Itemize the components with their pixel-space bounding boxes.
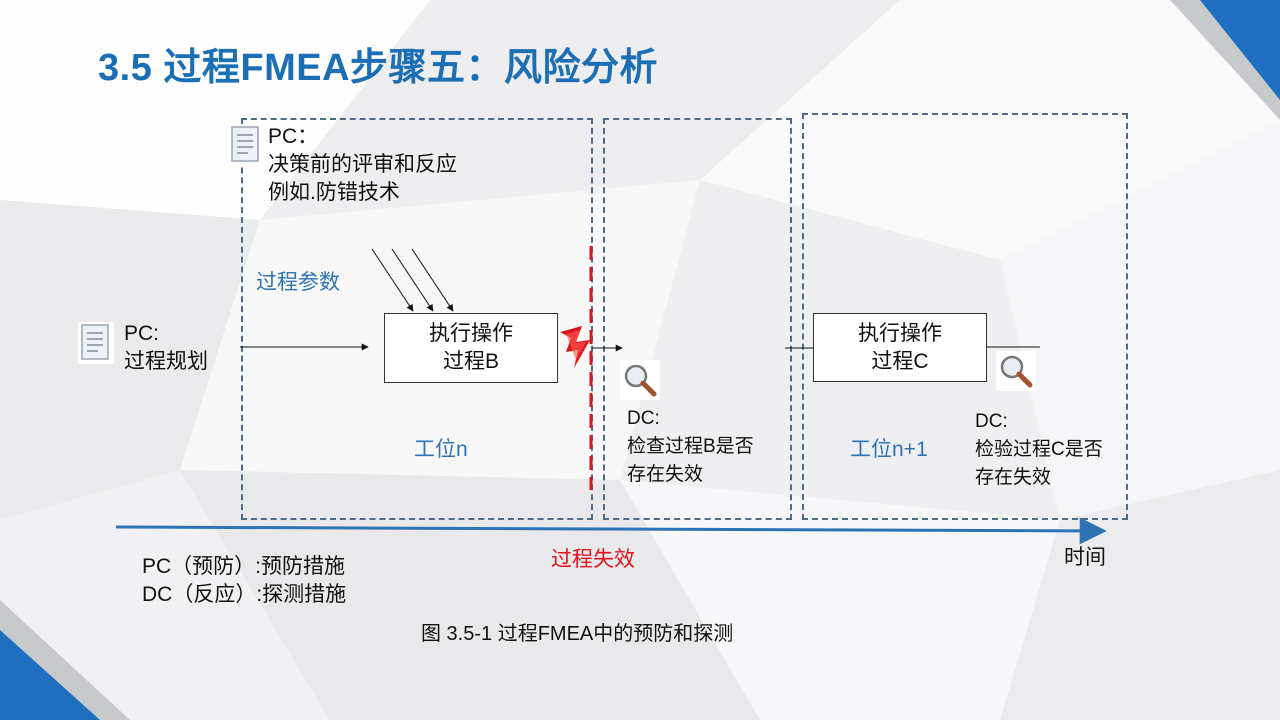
- param-arrow-3: [411, 248, 454, 312]
- dc-b-note: DC: 检查过程B是否 存在失效: [627, 405, 754, 489]
- pc-left-line1: 过程规划: [124, 350, 208, 373]
- pc-top-line2: 例如.防错技术: [268, 181, 400, 204]
- dc-c-note: DC: 检验过程C是否 存在失效: [975, 408, 1103, 492]
- process-b-line1: 执行操作: [429, 322, 513, 345]
- process-c-box: 执行操作 过程C: [813, 313, 987, 382]
- legend-pc: PC（预防）:预防措施: [142, 555, 346, 578]
- slide-title: 3.5 过程FMEA步骤五：风险分析: [98, 47, 659, 89]
- magnifier-icon: [996, 351, 1036, 391]
- process-c-line2: 过程C: [871, 349, 929, 373]
- time-label: 时间: [1064, 546, 1106, 569]
- dc-b-line2: 存在失效: [627, 464, 704, 485]
- process-b-line2: 过程B: [442, 350, 499, 373]
- pc-top-note: PC： 决策前的评审和反应 例如.防错技术: [268, 123, 457, 207]
- magnifier-icon: [620, 360, 660, 400]
- document-icon: [78, 322, 114, 364]
- param-arrow-2: [391, 248, 434, 312]
- document-icon: [228, 124, 264, 166]
- param-arrow-1: [371, 248, 414, 312]
- process-b-box: 执行操作 过程B: [384, 313, 558, 383]
- process-failure-label: 过程失效: [551, 548, 635, 571]
- process-c-line1: 执行操作: [858, 321, 942, 345]
- inspection-frame: [603, 118, 792, 520]
- pc-top-line1: 决策前的评审和反应: [268, 153, 457, 176]
- legend-dc: DC（反应）:探测措施: [142, 583, 347, 606]
- pc-top-heading: PC：: [268, 125, 319, 148]
- dc-b-line1: 检查过程B是否: [627, 436, 754, 457]
- process-params-label: 过程参数: [256, 271, 340, 294]
- time-axis: [115, 517, 1107, 545]
- station-n1-frame: [802, 113, 1128, 520]
- lightning-icon: [560, 326, 590, 368]
- legend: PC（预防）:预防措施 DC（反应）:探测措施: [142, 553, 346, 609]
- pc-left-note: PC: 过程规划: [124, 320, 208, 376]
- station-n-label: 工位n: [414, 438, 468, 461]
- pc-left-heading: PC:: [124, 322, 160, 345]
- station-n1-label: 工位n+1: [850, 438, 928, 461]
- dc-c-heading: DC:: [975, 411, 1008, 432]
- figure-caption: 图 3.5-1 过程FMEA中的预防和探测: [421, 623, 734, 645]
- dc-c-line1: 检验过程C是否: [975, 439, 1103, 460]
- dc-c-line2: 存在失效: [975, 467, 1052, 488]
- dc-b-heading: DC:: [627, 408, 660, 429]
